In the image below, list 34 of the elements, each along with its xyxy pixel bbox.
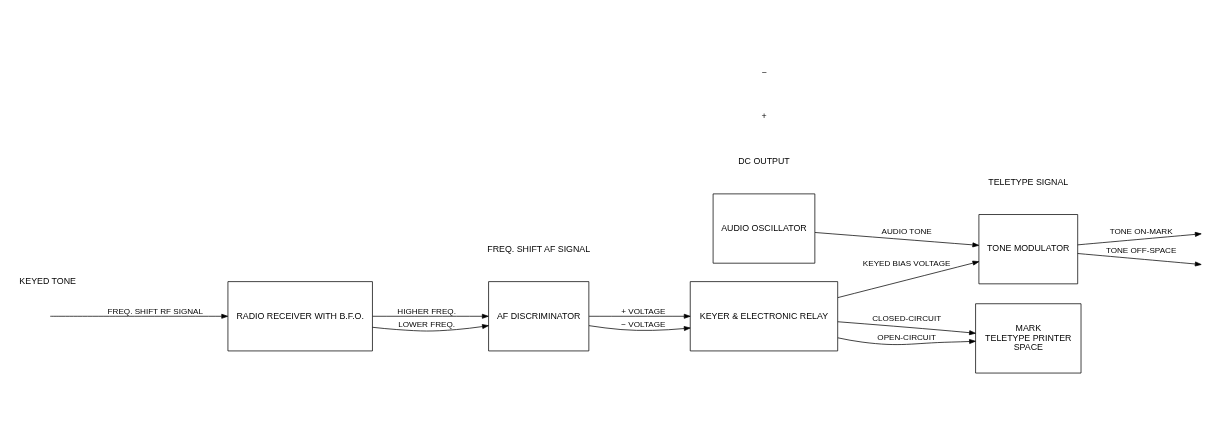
- label: FREQ. SHIFT AF SIGNAL: [487, 244, 591, 255]
- edge-label: CLOSED-CIRCUIT: [872, 314, 942, 324]
- arrow: [837, 260, 980, 298]
- edge-label: TONE ON-MARK: [1109, 226, 1173, 236]
- arrow: [1077, 231, 1202, 246]
- arrow: [1077, 253, 1202, 267]
- edge-label: KEYED BIAS VOLTAGE: [862, 258, 951, 268]
- node-box: RADIO RECEIVER WITH B.F.O.: [227, 281, 373, 352]
- label: DC OUTPUT: [738, 156, 790, 167]
- label: KEYED TONE: [19, 275, 76, 286]
- node-box: TONE MODULATOR: [978, 214, 1079, 285]
- node-box: KEYER & ELECTRONIC RELAY: [689, 281, 839, 352]
- edge-label: TONE OFF-SPACE: [1105, 246, 1177, 256]
- arrow: [814, 232, 980, 248]
- label: −: [761, 66, 767, 77]
- arrow: [588, 325, 691, 331]
- edge-label: − VOLTAGE: [621, 320, 666, 330]
- node-box: AF DISCRIMINATOR: [488, 281, 590, 352]
- arrow: [372, 324, 489, 332]
- edge-label: AUDIO TONE: [881, 226, 932, 236]
- label: TELETYPE SIGNAL: [988, 177, 1069, 188]
- edge-label: LOWER FREQ.: [398, 320, 456, 330]
- edge-label: OPEN-CIRCUIT: [877, 332, 936, 342]
- edge-label: FREQ. SHIFT RF SIGNAL: [107, 306, 203, 316]
- edge-label: + VOLTAGE: [621, 306, 666, 316]
- arrow: [837, 321, 976, 336]
- label: +: [761, 111, 767, 122]
- edge-label: HIGHER FREQ.: [397, 306, 456, 316]
- arrow: [49, 313, 228, 319]
- arrow: [372, 313, 489, 319]
- arrow: [837, 337, 976, 345]
- node-box: MARK TELETYPE PRINTER SPACE: [975, 303, 1082, 374]
- node-box: AUDIO OSCILLATOR: [712, 193, 816, 264]
- arrow: [588, 313, 691, 319]
